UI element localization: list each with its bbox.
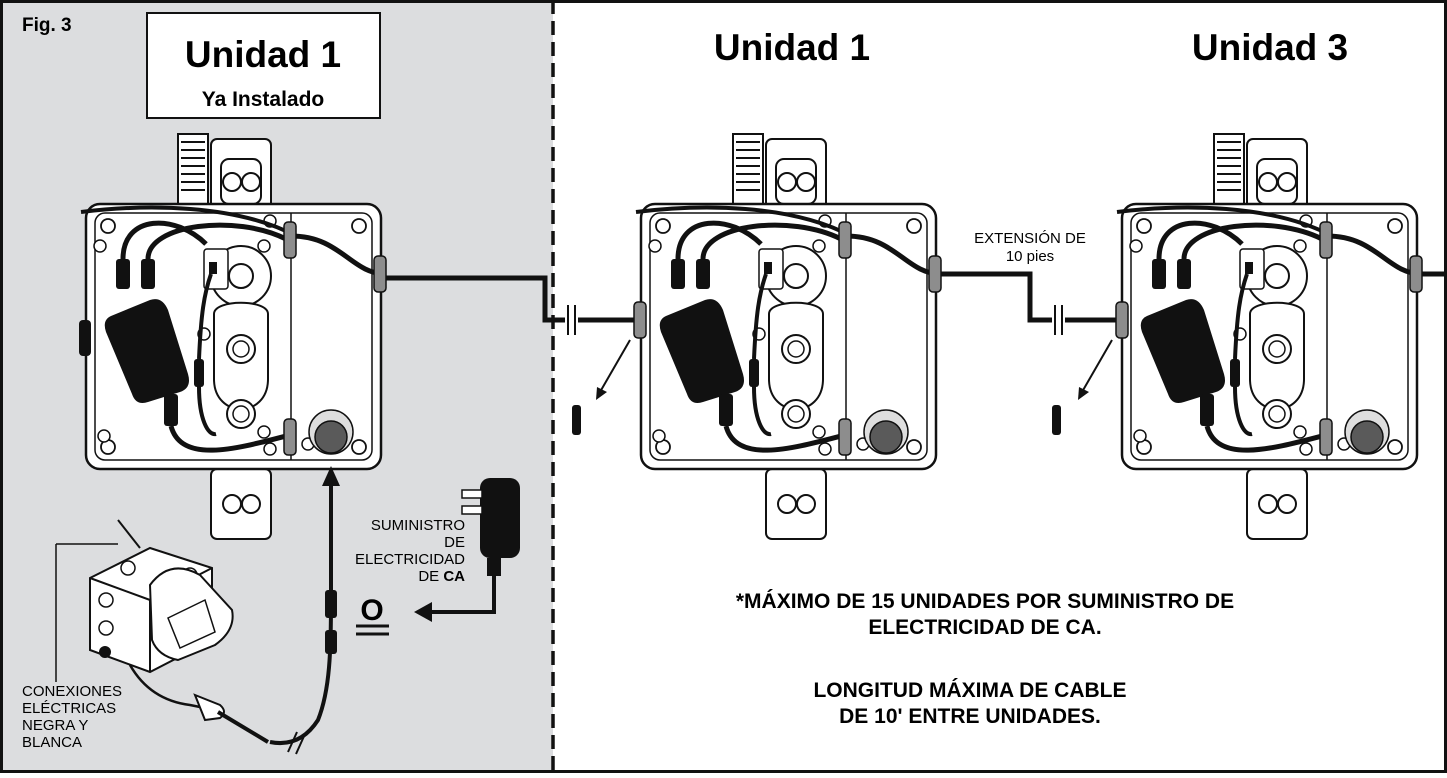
- note-max-units-line2: ELECTRICIDAD DE CA.: [868, 616, 1101, 639]
- connections-label-4: BLANCA: [22, 734, 82, 751]
- note-cable-length-line1: LONGITUD MÁXIMA DE CABLE: [813, 679, 1126, 702]
- installed-unit-subtitle: Ya Instalado: [202, 88, 325, 111]
- plug-1: [572, 405, 581, 435]
- grommet-unit1-in: [633, 301, 647, 339]
- unit-header-1: Unidad 1: [714, 27, 870, 68]
- figure-label: Fig. 3: [22, 15, 72, 36]
- power-supply-label-3: ELECTRICIDAD: [355, 551, 465, 568]
- power-connector-1: [325, 590, 337, 618]
- plug-arrow-1: [599, 339, 631, 393]
- connections-label-1: CONEXIONES: [22, 683, 122, 700]
- power-supply-icon: [480, 478, 520, 558]
- plug-3: [1052, 405, 1061, 435]
- cable-installed-to-unit1: [386, 275, 565, 323]
- power-connector-2: [325, 630, 337, 654]
- installed-unit-title: Unidad 1: [185, 34, 341, 75]
- valve-unit-1: [636, 134, 941, 539]
- power-arrow-up: [322, 466, 340, 486]
- side-grommet: [79, 320, 91, 356]
- power-arrow-left: [414, 602, 432, 622]
- unit-header-3: Unidad 3: [1192, 27, 1348, 68]
- power-supply-label-2: DE: [444, 534, 465, 551]
- installed-unit-box: [146, 12, 381, 119]
- extension-label-line2: 10 pies: [1006, 248, 1054, 265]
- connections-label-2: ELÉCTRICAS: [22, 700, 116, 717]
- plug-arrow-3: [1081, 339, 1113, 393]
- note-max-units-line1: *MÁXIMO DE 15 UNIDADES POR SUMINISTRO DE: [736, 590, 1234, 613]
- power-supply-label-4: DE CA: [418, 568, 465, 585]
- cable-unit1-to-unit3: [941, 271, 1052, 323]
- valve-unit-3: [1117, 134, 1422, 539]
- junction-box-icon: [89, 519, 270, 744]
- or-label: O: [360, 594, 383, 627]
- extension-label-line1: EXTENSIÓN DE: [974, 230, 1086, 247]
- note-cable-length-line2: DE 10' ENTRE UNIDADES.: [839, 705, 1101, 728]
- grommet-unit3-in: [1115, 301, 1129, 339]
- connections-label-3: NEGRA Y: [22, 717, 88, 734]
- power-supply-label-1: SUMINISTRO: [371, 517, 465, 534]
